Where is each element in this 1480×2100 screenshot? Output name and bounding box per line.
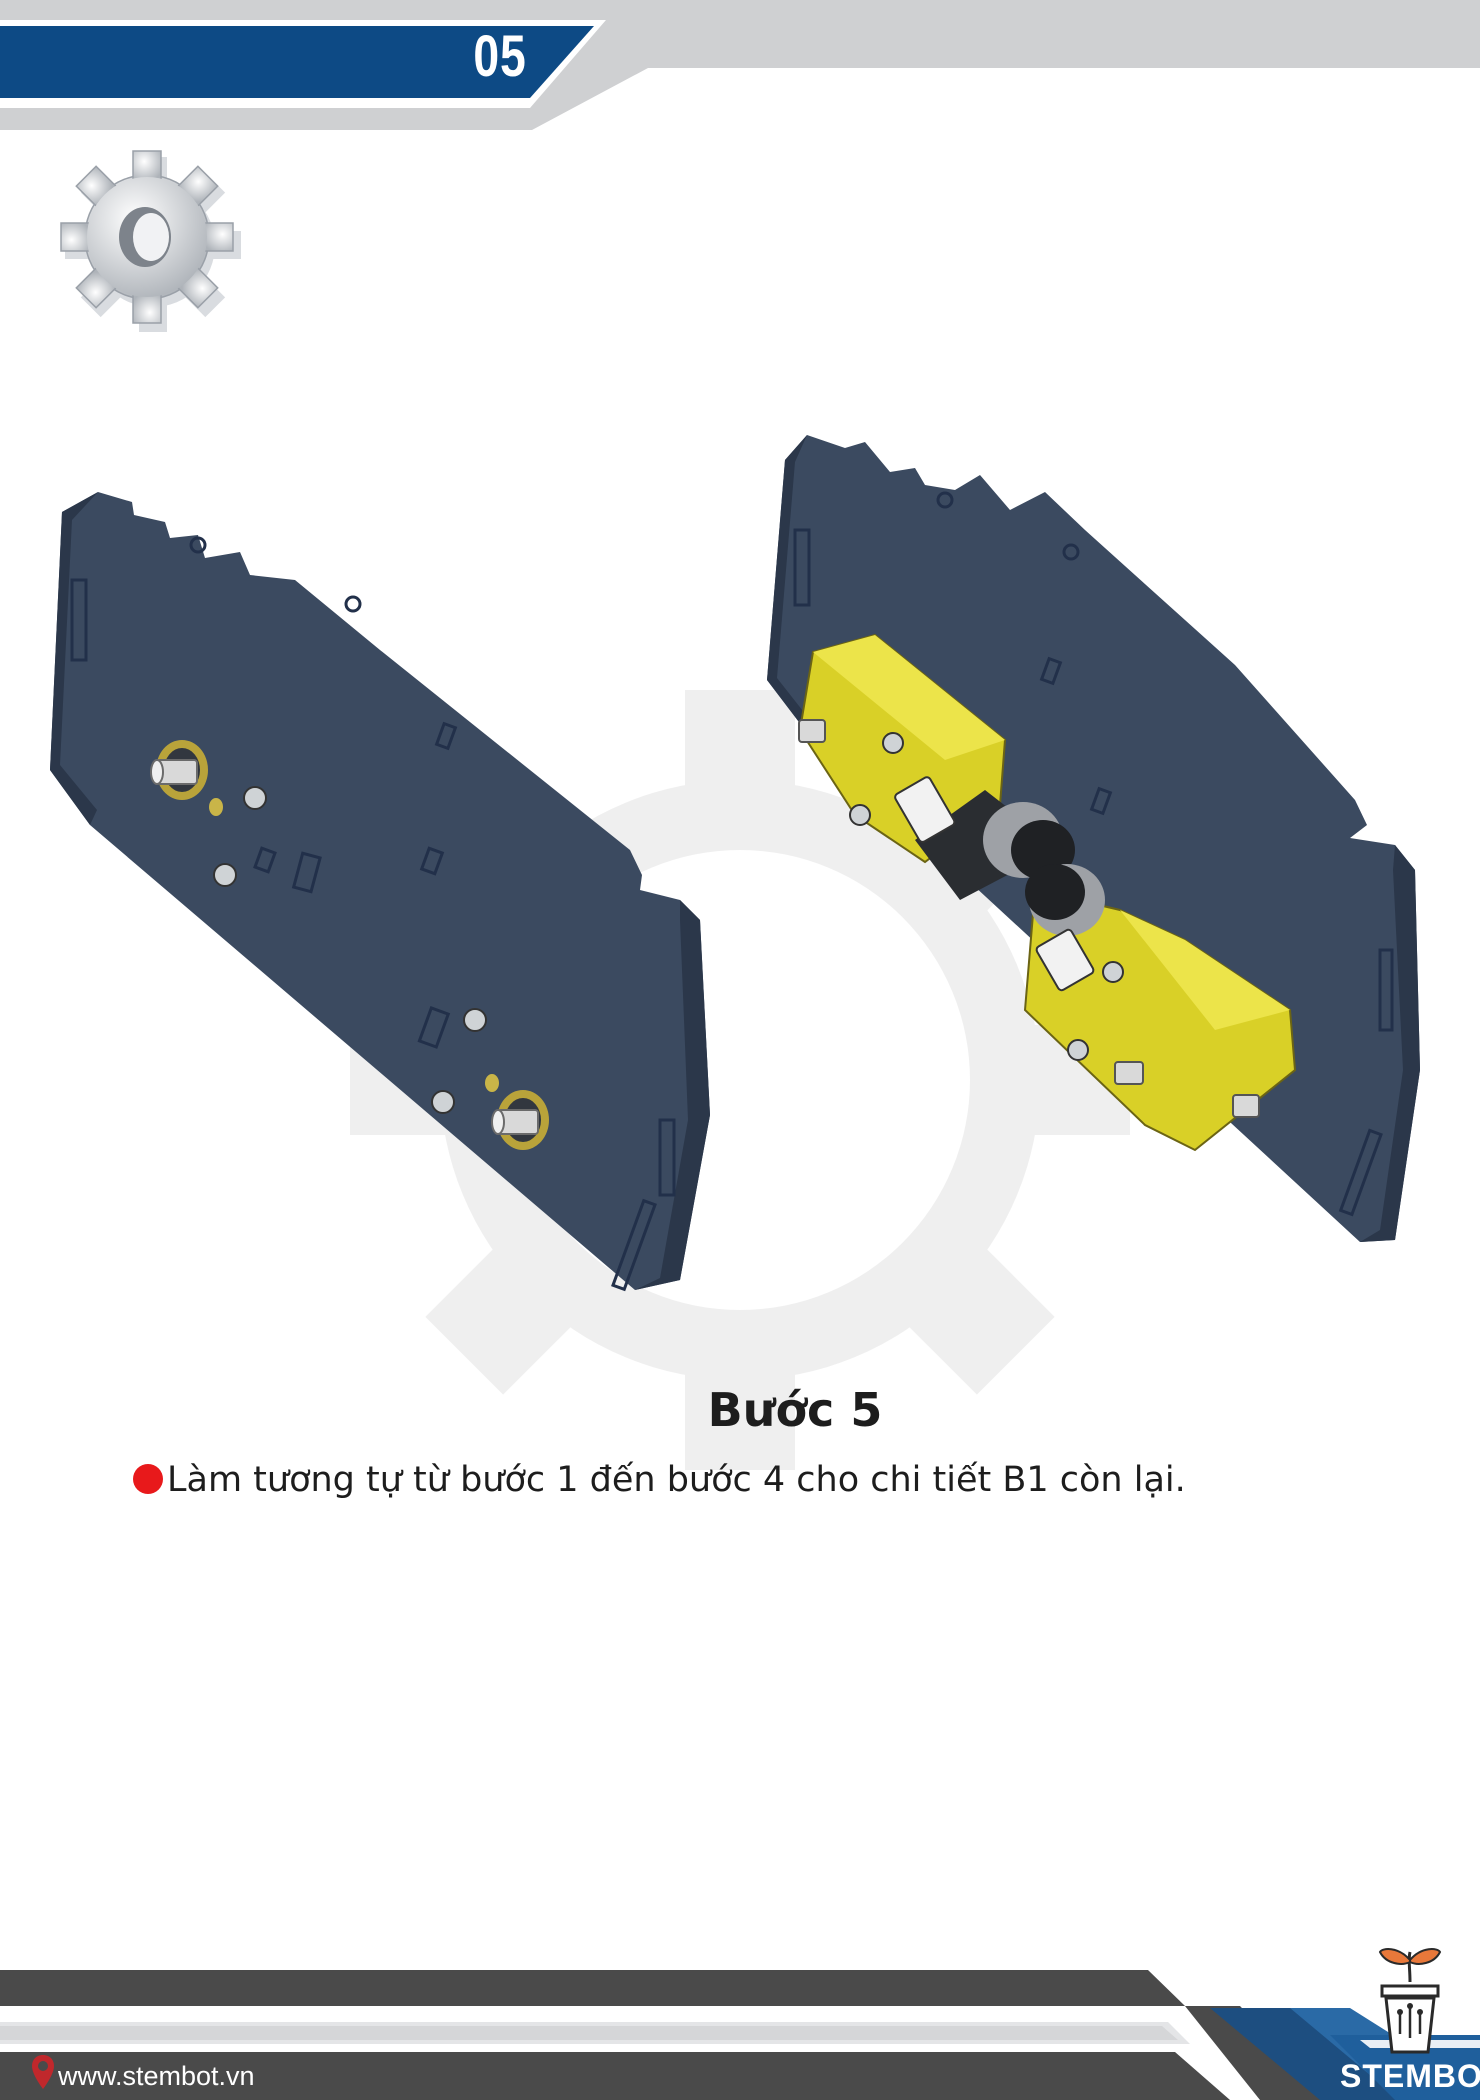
brand-name: STEMBOT xyxy=(1340,2058,1480,2094)
illustration-panel-left xyxy=(50,492,710,1292)
red-bullet-icon xyxy=(133,1464,163,1494)
step-title: Bước 5 xyxy=(707,1383,883,1437)
footer-banner xyxy=(0,1970,1480,2100)
website-link[interactable]: www.stembot.vn xyxy=(58,2061,255,2091)
step-instruction: Làm tương tự từ bước 1 đến bước 4 cho ch… xyxy=(133,1455,1333,1505)
header-banner xyxy=(0,0,1480,130)
location-pin-icon xyxy=(32,2055,54,2089)
illustration-panel-right xyxy=(767,435,1420,1242)
plant-pot-logo-icon xyxy=(1378,1948,1442,2054)
instruction-text: Làm tương tự từ bước 1 đến bước 4 cho ch… xyxy=(167,1460,1186,1500)
page-number: 05 xyxy=(473,24,527,89)
gear-icon xyxy=(60,150,241,332)
